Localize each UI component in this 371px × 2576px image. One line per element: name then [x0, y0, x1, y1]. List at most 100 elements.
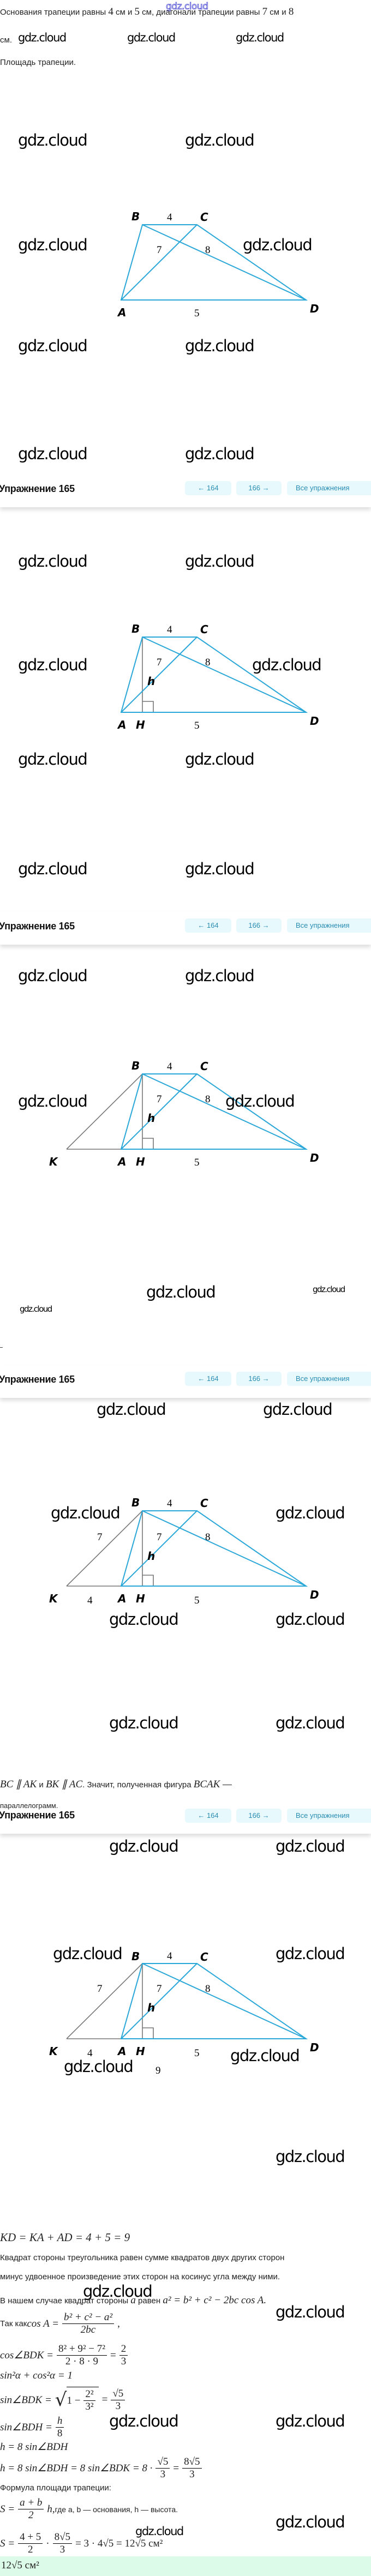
math-expression: BC ∥ AK [0, 1779, 37, 1790]
denominator: 3² [85, 2401, 94, 2412]
vertex-b-label: B [131, 210, 140, 223]
watermark: gdz.cloud [185, 337, 255, 355]
diagonal-ac [121, 224, 198, 301]
watermark: gdz.cloud [236, 31, 284, 44]
watermark: gdz.cloud [109, 2412, 179, 2430]
area-formula-label: Формула площади трапеции: [0, 2483, 111, 2493]
vertex-d-label: D [310, 714, 319, 728]
site-logo[interactable]: gdz.cloud [166, 1, 209, 13]
all-exercises-button[interactable]: Все упражнения [287, 918, 371, 933]
height-formula: h = 8 sin∠BDH [0, 2441, 68, 2453]
side-ka-label: 4 [87, 2047, 93, 2059]
diagonal-ac-label: 7 [157, 1094, 162, 1105]
numerator: 8² + 9² − 7² [56, 2343, 107, 2356]
problem-number: 4 [108, 6, 113, 17]
height-bh [142, 1074, 154, 1149]
denominator: 3 [189, 2469, 195, 2480]
watermark: gdz.cloud [18, 860, 88, 878]
denominator: 3 [115, 2400, 121, 2412]
height-bh [142, 1963, 154, 2039]
watermark: gdz.cloud [276, 2303, 345, 2321]
diagonal-ac [121, 637, 198, 713]
problem-statement: Основания трапеции равны 4 см и 5 см, ди… [0, 7, 294, 18]
math-expression: S = [0, 2537, 15, 2549]
numerator: h [55, 2415, 64, 2428]
side-ad-label: 5 [194, 1157, 200, 1167]
watermark: gdz.cloud [64, 2057, 134, 2076]
exercise-nav-bar: Упражнение 165 ← 164 166 → Все упражнени… [0, 475, 371, 507]
diagonal-ac-label: 7 [157, 657, 162, 668]
next-exercise-button[interactable]: 166 → [236, 481, 282, 495]
watermark: gdz.cloud [18, 337, 88, 355]
next-exercise-button[interactable]: 166 → [236, 918, 282, 933]
watermark: gdz.cloud [313, 1284, 345, 1294]
watermark: gdz.cloud [185, 750, 255, 768]
parallelogram-figure: B 4 C 7 7 8 h K 4 A H 5 D [49, 1496, 319, 1604]
all-exercises-button[interactable]: Все упражнения [287, 1372, 371, 1386]
side-bc-label: 4 [167, 624, 172, 635]
text: . Значит, полученная фигура [82, 1780, 194, 1790]
vertex-b-label: B [131, 1950, 140, 1963]
prev-exercise-button[interactable]: ← 164 [185, 918, 231, 933]
numerator: √5 [155, 2456, 170, 2469]
watermark: gdz.cloud [276, 1837, 345, 1856]
watermark: gdz.cloud [252, 656, 322, 674]
punctuation: , [117, 2317, 120, 2329]
vertex-d-label: D [310, 2041, 319, 2054]
watermark: gdz.cloud [243, 236, 313, 254]
answer-box: 12√5 см² [0, 2556, 371, 2576]
all-exercises-button[interactable]: Все упражнения [287, 481, 371, 495]
prev-exercise-button[interactable]: ← 164 [185, 1372, 231, 1386]
watermark: gdz.cloud [18, 1092, 88, 1110]
radical-sign-icon: √ [55, 2389, 67, 2411]
numerator: a + b [18, 2497, 44, 2509]
exercise-title: Упражнение 165 [0, 921, 75, 932]
all-exercises-button[interactable]: Все упражнения [287, 1809, 371, 1823]
point-k-label: K [49, 1592, 58, 1604]
diagonal-ac-label: 7 [157, 1983, 162, 1995]
denominator: 2 · 8 · 9 [65, 2356, 99, 2367]
auxiliary-lines [66, 1963, 143, 2039]
height-label: h [147, 2001, 155, 2014]
problem-task: Площадь трапеции. [0, 58, 76, 67]
height-bh [142, 1511, 154, 1586]
watermark: gdz.cloud [18, 31, 67, 44]
watermark: gdz.cloud [263, 1400, 333, 1419]
watermark: gdz.cloud [20, 1304, 52, 1314]
next-exercise-button[interactable]: 166 → [236, 1372, 282, 1386]
problem-number: 7 [262, 6, 268, 17]
math-expression: = 3 · 4√5 = 12√5 см² [75, 2537, 163, 2549]
watermark: gdz.cloud [276, 2412, 345, 2430]
multiply: · [46, 2537, 50, 2549]
trapezoid-extended-figure: B 4 C 7 8 h K A H 5 D [49, 1059, 319, 1167]
denominator: 3 [160, 2469, 166, 2480]
trapezoid-height-figure: B 4 C 7 8 h A H 5 D [117, 622, 319, 730]
side-ad-label: 5 [194, 308, 200, 317]
prev-exercise-button[interactable]: ← 164 [185, 481, 231, 495]
diagonal-ac [121, 1510, 198, 1587]
next-exercise-button[interactable]: 166 → [236, 1809, 282, 1823]
math-expression: S = [0, 2503, 15, 2515]
side-ad-label: 5 [194, 720, 200, 730]
law-of-cosines-text: Квадрат стороны треугольника равен сумме… [0, 2253, 285, 2262]
watermark: gdz.cloud [276, 2147, 345, 2166]
prev-exercise-button[interactable]: ← 164 [185, 1809, 231, 1823]
watermark: gdz.cloud [146, 1283, 216, 1301]
problem-unit: см. [0, 35, 12, 45]
math-expression: a [130, 2295, 136, 2306]
watermark: gdz.cloud [276, 1504, 345, 1522]
height-label: h [147, 675, 155, 688]
diagonal-bd-label: 8 [205, 1094, 211, 1105]
text: где a, b — основания, h — высота. [55, 2505, 178, 2514]
watermark: gdz.cloud [18, 966, 88, 985]
equals: = [173, 2462, 179, 2474]
watermark: gdz.cloud [18, 236, 88, 254]
watermark: gdz.cloud [185, 552, 255, 571]
watermark: gdz.cloud [109, 1714, 179, 1732]
